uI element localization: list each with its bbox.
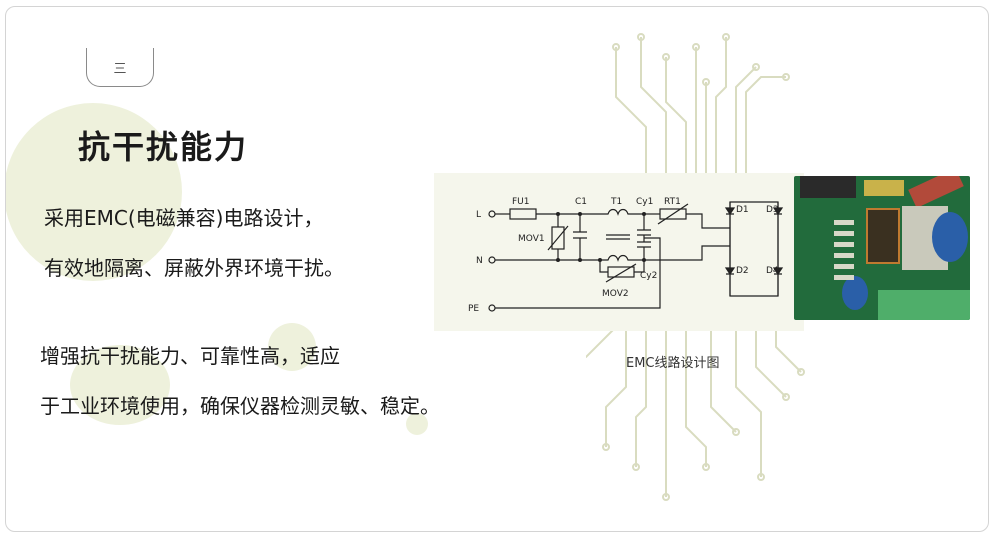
label-MOV1: MOV1 — [518, 234, 545, 244]
label-Cy2: Cy2 — [640, 271, 657, 281]
label-RT1: RT1 — [664, 197, 681, 207]
connector-header — [800, 176, 856, 198]
label-N: N — [476, 256, 483, 266]
decorative-blob-bottom — [70, 345, 170, 425]
capacitor-yellow — [864, 180, 904, 196]
label-T1: T1 — [610, 197, 622, 207]
decorative-blob-large — [6, 103, 182, 281]
varistor-blue-small — [842, 276, 868, 310]
circuit-caption: EMC线路设计图 — [626, 356, 720, 371]
pcb-photo — [794, 176, 970, 320]
resistor-row — [834, 220, 854, 280]
common-mode-choke — [866, 208, 900, 264]
section-number-tab: 三 — [86, 48, 154, 87]
label-D2: D2 — [736, 266, 749, 276]
decorative-circuit-traces — [586, 33, 805, 501]
paragraph1-line1: 采用EMC(电磁兼容)电路设计， — [44, 206, 324, 230]
label-D3: D3 — [766, 205, 779, 215]
label-D4: D4 — [766, 266, 779, 276]
paragraph1-line2: 有效地隔离、屏蔽外界环境干扰。 — [44, 256, 344, 280]
section-number: 三 — [113, 61, 127, 77]
label-FU1: FU1 — [512, 197, 530, 207]
paragraph2-line1: 增强抗干扰能力、可靠性高，适应 — [40, 344, 340, 368]
page-title: 抗干扰能力 — [78, 128, 249, 166]
label-MOV2: MOV2 — [602, 289, 629, 299]
label-D1: D1 — [736, 205, 749, 215]
paragraph2-line2: 于工业环境使用，确保仪器检测灵敏、稳定。 — [40, 394, 440, 418]
label-C1: C1 — [575, 197, 587, 207]
decorative-band — [434, 173, 804, 331]
decorative-blob-dot — [406, 413, 428, 435]
varistor-blue-large — [932, 212, 968, 262]
decorative-blob-small — [268, 323, 316, 371]
label-Cy1: Cy1 — [636, 197, 653, 207]
capacitor-red — [908, 176, 964, 209]
emc-circuit-diagram: L N PE FU1 C1 T1 Cy1 RT1 MOV1 Cy2 MOV2 D… — [468, 197, 784, 314]
label-L: L — [476, 210, 481, 220]
label-PE: PE — [468, 304, 479, 314]
terminal-block — [878, 290, 970, 320]
